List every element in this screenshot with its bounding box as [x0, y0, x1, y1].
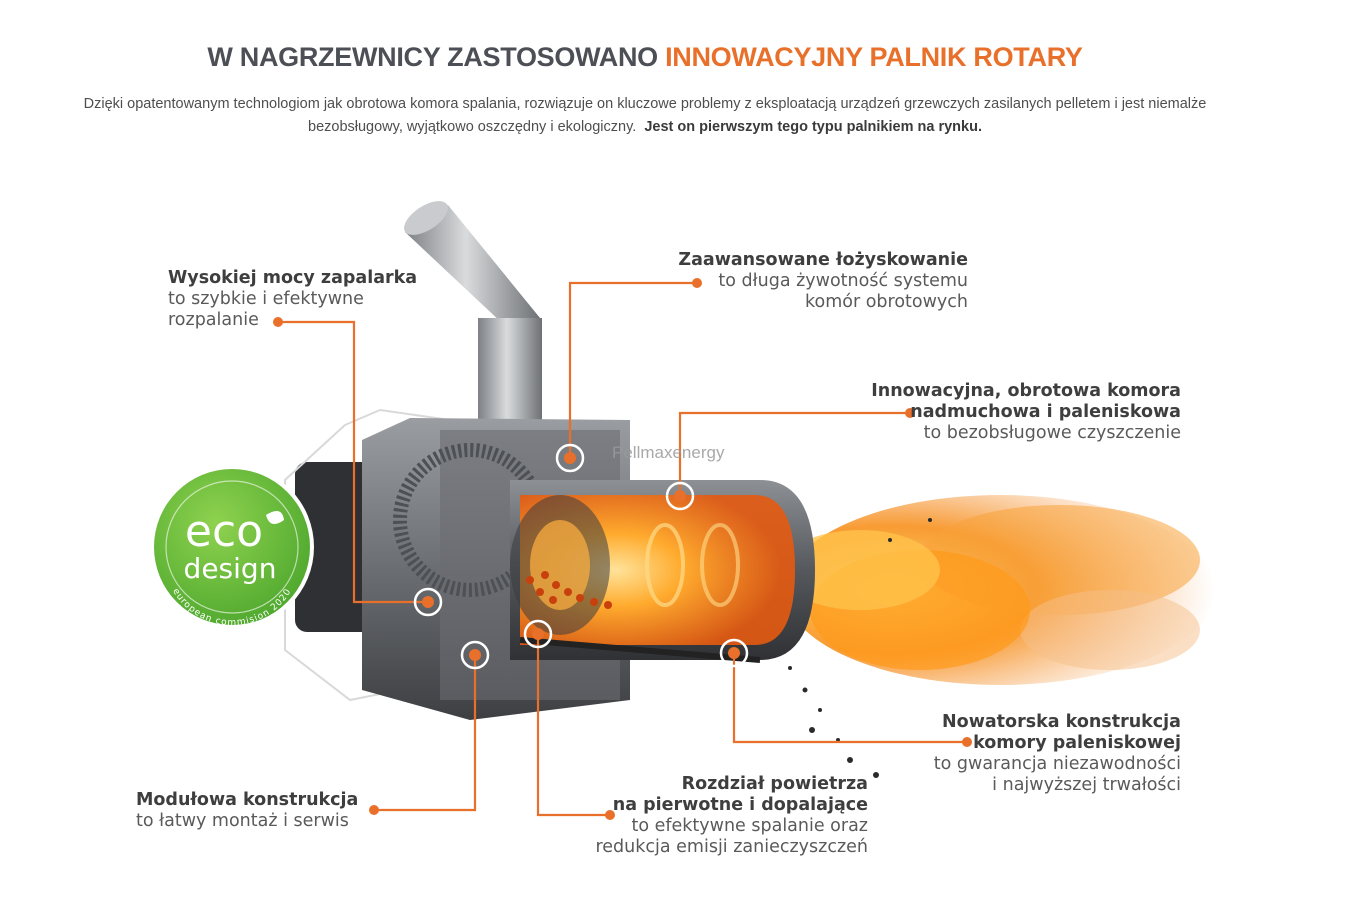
- feed-pipe: [404, 201, 542, 428]
- line-air: [536, 634, 610, 817]
- feature-igniter-heading: Wysokiej mocy zapalarka: [168, 268, 418, 288]
- badge-design: design: [184, 552, 277, 585]
- watermark: Pellmaxenergy: [612, 443, 725, 462]
- line-chamber: [678, 411, 910, 496]
- feature-furnace-heading2: komory paleniskowej: [973, 733, 1181, 753]
- feature-igniter-line1: to szybkie i efektywne: [168, 289, 364, 309]
- combustion-tube: [510, 480, 815, 663]
- feature-furnace-line1: to gwarancja niezawodności: [933, 754, 1181, 774]
- feature-igniter: Wysokiej mocy zapalarka to szybkie i efe…: [168, 268, 417, 331]
- intro-line-2: bezobsługowy, wyjątkowo oszczędny i ekol…: [308, 119, 637, 135]
- feature-modular: Modułowa konstrukcja to łatwy montaż i s…: [136, 790, 358, 832]
- leaf-icon: [266, 511, 284, 524]
- callout-lines: [278, 281, 967, 817]
- feature-chamber-line1: to bezobsługowe czyszczenie: [923, 423, 1181, 443]
- feature-modular-heading: Modułowa konstrukcja: [136, 790, 359, 810]
- feature-bearing-line1: to długa żywotność systemu: [718, 271, 968, 291]
- line-modular: [374, 655, 477, 812]
- feature-furnace-line2: i najwyższej trwałości: [992, 775, 1181, 795]
- line-igniter: [278, 320, 428, 604]
- line-furnace: [732, 653, 967, 744]
- callout-dots: [273, 278, 972, 820]
- intro-line-1: Dzięki opatentowanym technologiom jak ob…: [83, 96, 1207, 112]
- feature-chamber-heading1: Innowacyjna, obrotowa komora: [871, 381, 1181, 401]
- feature-air-heading2: na pierwotne i dopalające: [612, 795, 868, 815]
- feature-furnace-heading1: Nowatorska konstrukcja: [942, 712, 1181, 732]
- page-title: W NAGRZEWNICY ZASTOSOWANO INNOWACYJNY PA…: [0, 42, 1290, 73]
- feature-air-line2: redukcja emisji zanieczyszczeń: [595, 837, 868, 857]
- hotspots: [413, 443, 749, 670]
- feature-air-heading1: Rozdział powietrza: [681, 774, 868, 794]
- intro-text: Dzięki opatentowanym technologiom jak ob…: [20, 93, 1270, 139]
- feature-air: Rozdział powietrza na pierwotne i dopala…: [568, 774, 868, 858]
- line-bearing: [568, 281, 697, 458]
- feature-bearing-line2: komór obrotowych: [804, 292, 968, 312]
- badge-eco: eco: [185, 506, 263, 557]
- feature-air-line1: to efektywne spalanie oraz: [631, 816, 868, 836]
- feature-igniter-line2: rozpalanie: [168, 310, 259, 330]
- feature-modular-line1: to łatwy montaż i serwis: [136, 811, 349, 831]
- ecodesign-badge: eco design european commision 2020: [150, 465, 314, 629]
- feature-bearing-heading: Zaawansowane łożyskowanie: [678, 250, 968, 270]
- intro-line-2-wrap: bezobsługowy, wyjątkowo oszczędny i ekol…: [20, 116, 1270, 139]
- title-part-2: INNOWACYJNY PALNIK ROTARY: [665, 42, 1083, 72]
- feature-chamber: Innowacyjna, obrotowa komora nadmuchowa …: [840, 381, 1181, 444]
- feature-bearing: Zaawansowane łożyskowanie to długa żywot…: [640, 250, 968, 313]
- flame: [780, 495, 1215, 685]
- sparks: [768, 518, 932, 778]
- title-part-1: W NAGRZEWNICY ZASTOSOWANO: [207, 42, 658, 72]
- intro-bold: Jest on pierwszym tego typu palnikiem na…: [644, 119, 982, 135]
- feature-furnace: Nowatorska konstrukcja komory paleniskow…: [880, 712, 1181, 796]
- pellets: [526, 571, 612, 609]
- feature-chamber-heading2: nadmuchowa i paleniskowa: [910, 402, 1181, 422]
